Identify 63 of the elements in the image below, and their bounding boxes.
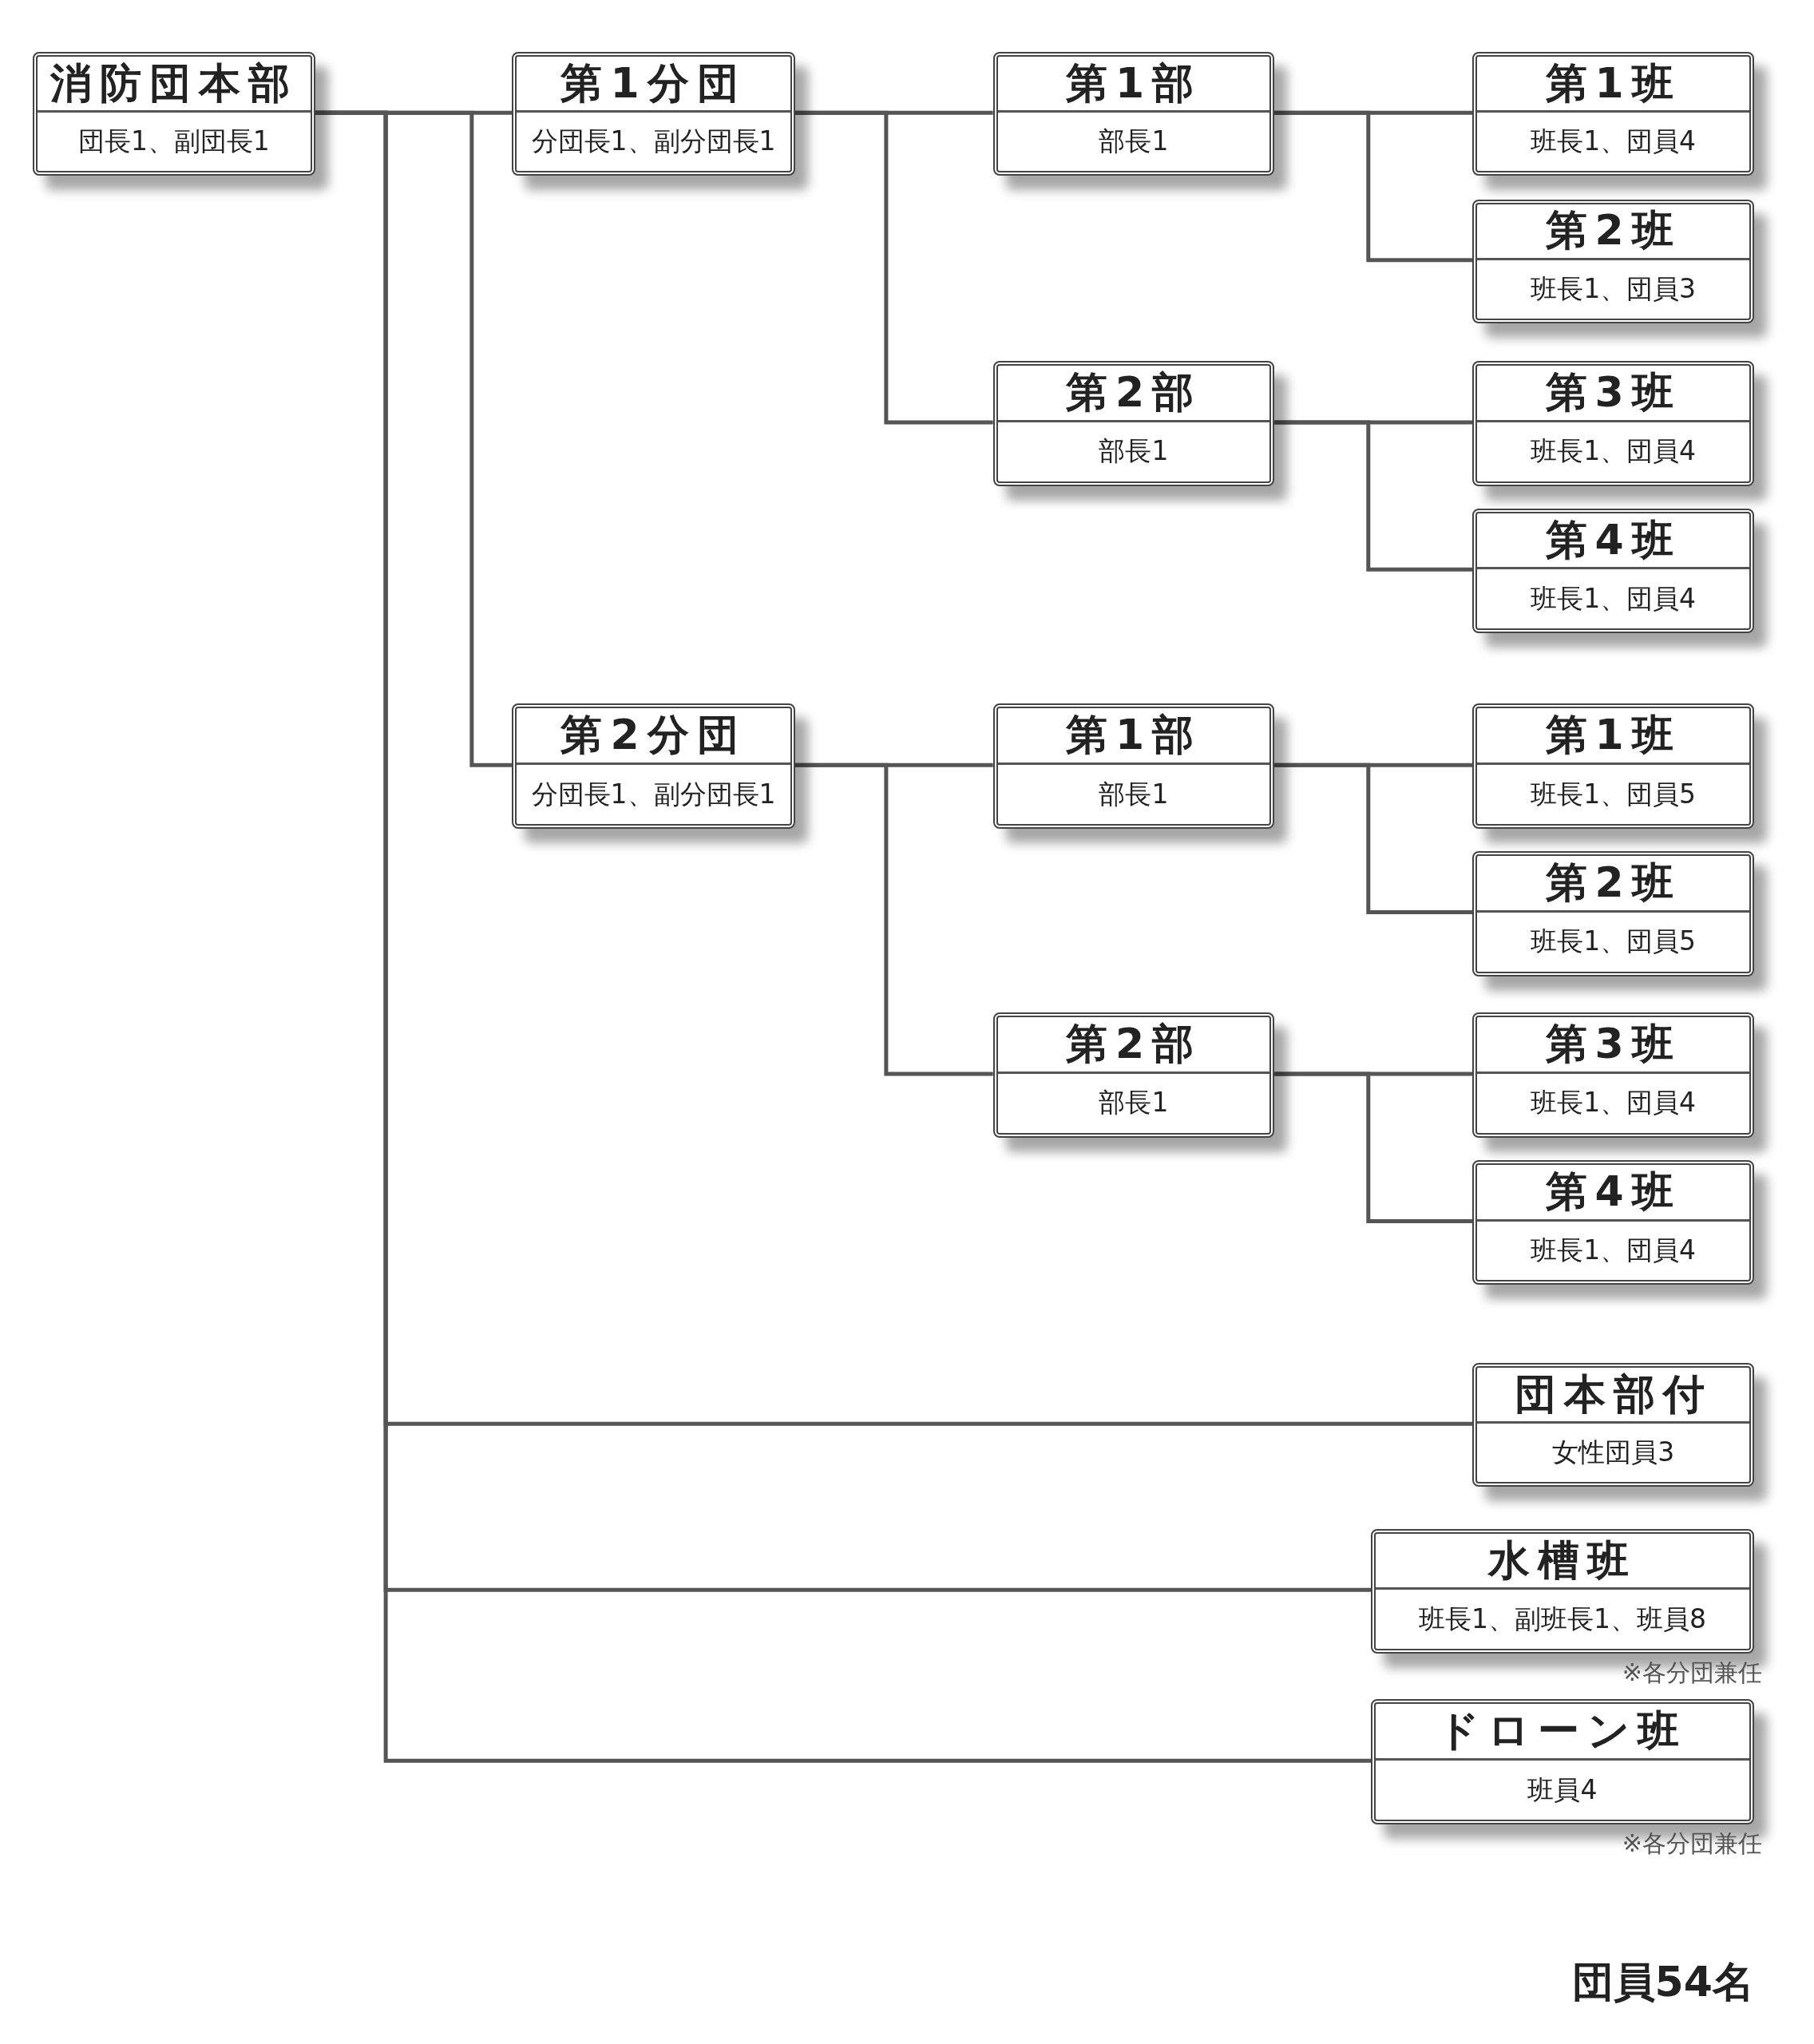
org-box bbox=[1371, 1699, 1754, 1825]
box-title: 水槽班 bbox=[1487, 1535, 1637, 1586]
org-box bbox=[32, 52, 315, 176]
org-box bbox=[992, 703, 1275, 830]
org-box bbox=[992, 1012, 1275, 1138]
box-text: 部長1 bbox=[1099, 1086, 1169, 1120]
box-text: 班員4 bbox=[1527, 1773, 1598, 1807]
box-text: 分団長1、副分団長1 bbox=[531, 125, 776, 159]
box-text: 班長1、団員5 bbox=[1531, 925, 1697, 959]
box-text: 班長1、団員4 bbox=[1531, 581, 1697, 616]
connector-line bbox=[794, 110, 993, 425]
box-title: 団本部付 bbox=[1514, 1369, 1713, 1420]
box-text: 班長1、副班長1、班員8 bbox=[1418, 1602, 1706, 1636]
org-box bbox=[1472, 703, 1754, 830]
box-title: ドローン班 bbox=[1437, 1705, 1688, 1757]
box-title: 第1班 bbox=[1545, 710, 1681, 761]
connector-line bbox=[1274, 110, 1473, 263]
box-title: 第2部 bbox=[1065, 367, 1202, 418]
org-box bbox=[992, 52, 1275, 176]
box-title: 第1班 bbox=[1545, 57, 1681, 109]
total-note: 団員54名 bbox=[1571, 1957, 1754, 2008]
org-box bbox=[1472, 850, 1754, 976]
box-text: 班長1、団員4 bbox=[1531, 434, 1697, 469]
org-box bbox=[512, 52, 795, 176]
box-title: 第1部 bbox=[1065, 57, 1202, 109]
org-box bbox=[512, 703, 795, 830]
box-text: 女性団員3 bbox=[1552, 1436, 1675, 1470]
org-box bbox=[992, 361, 1275, 486]
box-title: 第1部 bbox=[1065, 710, 1202, 761]
box-title: 第4班 bbox=[1545, 1166, 1681, 1217]
org-box bbox=[1472, 1012, 1754, 1138]
box-title: 消防団本部 bbox=[50, 57, 298, 109]
box-text: 班長1、団員4 bbox=[1531, 1086, 1697, 1120]
connector-line bbox=[1274, 420, 1473, 572]
connector-line bbox=[1274, 1072, 1473, 1223]
box-title: 第3班 bbox=[1545, 1019, 1681, 1070]
box-text: 班長1、団員4 bbox=[1531, 1233, 1697, 1267]
box-title: 第2班 bbox=[1545, 205, 1681, 256]
org-box bbox=[1472, 361, 1754, 486]
org-box bbox=[1371, 1528, 1754, 1654]
org-box bbox=[1472, 508, 1754, 634]
box-text: 分団長1、副分団長1 bbox=[531, 777, 776, 811]
note-text: ※各分団兼任 bbox=[1622, 1828, 1762, 1860]
box-title: 第2班 bbox=[1545, 857, 1681, 908]
box-text: 団長1、副団長1 bbox=[77, 125, 270, 159]
connector-line bbox=[1274, 763, 1473, 915]
box-text: 班長1、団員3 bbox=[1531, 271, 1697, 306]
box-title: 第1分団 bbox=[560, 57, 747, 109]
org-box bbox=[1472, 199, 1754, 323]
box-title: 第2分団 bbox=[560, 710, 747, 761]
box-title: 第2部 bbox=[1065, 1019, 1202, 1070]
org-box bbox=[1472, 1159, 1754, 1285]
box-text: 部長1 bbox=[1099, 125, 1169, 159]
connector-line bbox=[794, 763, 993, 1076]
org-box bbox=[1472, 52, 1754, 176]
box-title: 第3班 bbox=[1545, 367, 1681, 418]
note-text: ※各分団兼任 bbox=[1622, 1658, 1762, 1689]
org-box bbox=[1472, 1363, 1754, 1487]
box-text: 班長1、団員4 bbox=[1531, 125, 1697, 159]
box-text: 班長1、団員5 bbox=[1531, 777, 1697, 811]
box-title: 第4班 bbox=[1545, 514, 1681, 565]
box-text: 部長1 bbox=[1099, 434, 1169, 469]
box-text: 部長1 bbox=[1099, 777, 1169, 811]
